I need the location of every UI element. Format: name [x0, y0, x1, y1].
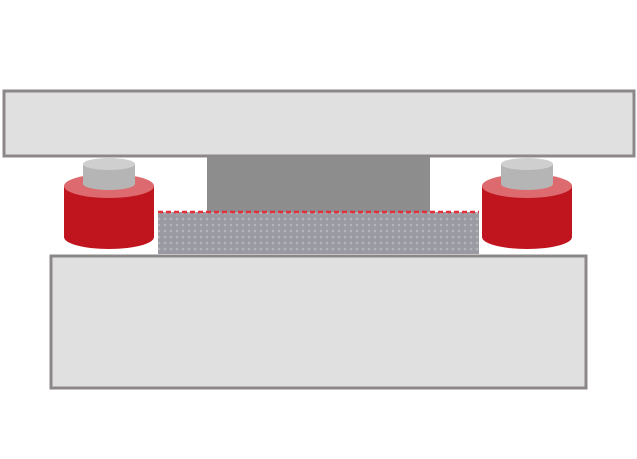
right-spring-cylinder: [482, 158, 572, 249]
mesh-layer: [158, 212, 479, 254]
center-block: [207, 157, 430, 213]
top-plate: [2, 89, 636, 158]
left-spring-cylinder: [64, 158, 154, 249]
bottom-plate: [49, 254, 588, 390]
